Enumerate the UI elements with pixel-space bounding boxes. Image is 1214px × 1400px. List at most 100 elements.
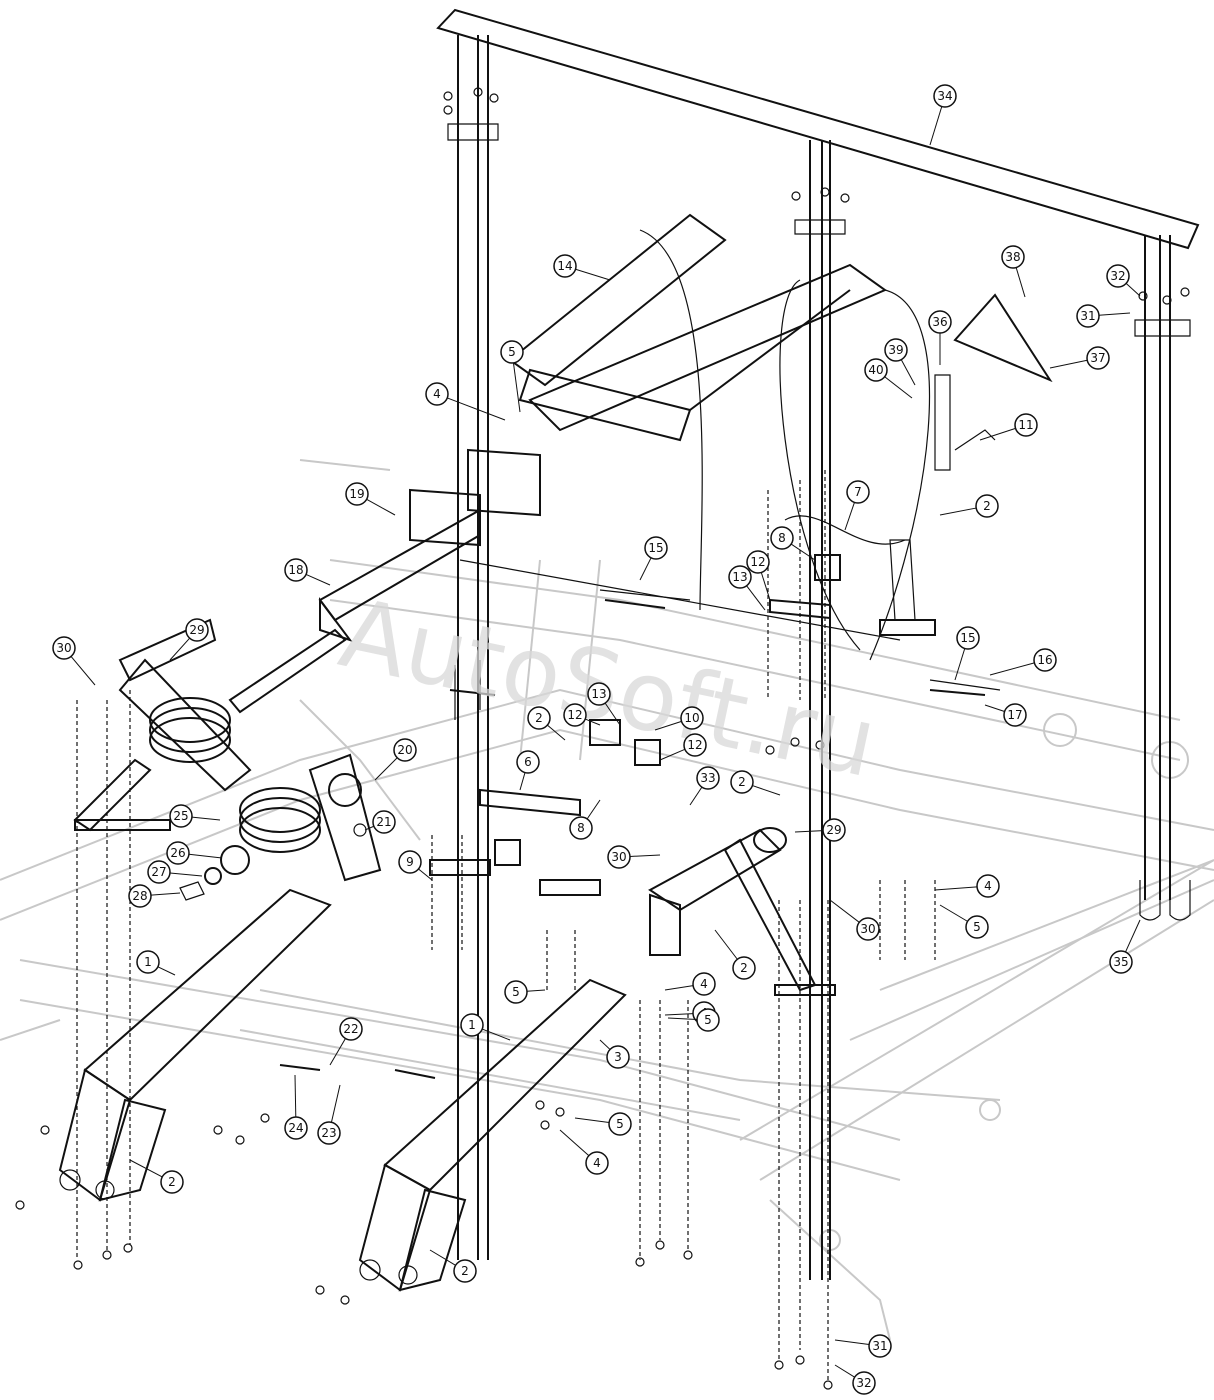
callout-balloon [852, 1371, 876, 1395]
callout-number: 4 [593, 1156, 601, 1170]
callout-balloon [770, 526, 794, 550]
callout-balloon [569, 816, 593, 840]
callout-number: 25 [173, 809, 188, 823]
bolt-centerlines [76, 470, 936, 1380]
callout-30: 30 [52, 636, 96, 686]
callout-4: 4 [425, 382, 506, 421]
callout-leader [519, 772, 526, 791]
callout-balloon [696, 1008, 720, 1032]
callout-leader [150, 892, 181, 896]
callout-balloon [460, 1013, 484, 1037]
callout-leader [129, 1159, 163, 1178]
callout-balloon [425, 382, 449, 406]
callout-28: 28 [128, 884, 181, 908]
callout-balloon [1076, 304, 1100, 328]
callout-35: 35 [1109, 919, 1141, 974]
callout-leader [934, 886, 978, 891]
callout-number: 26 [170, 846, 185, 860]
callout-number: 32 [1110, 269, 1125, 283]
callout-32: 32 [1106, 264, 1141, 297]
callout-2: 2 [939, 494, 999, 518]
callout-balloon [398, 850, 422, 874]
callout-number: 18 [288, 563, 303, 577]
callout-15: 15 [954, 626, 980, 681]
callout-leader [604, 702, 621, 726]
callout-balloon [527, 706, 551, 730]
mounting-plates [429, 515, 936, 896]
callout-number: 31 [872, 1339, 887, 1353]
callout-leader [364, 825, 375, 831]
callout-number: 11 [1018, 418, 1033, 432]
callout-leader [639, 557, 652, 581]
callout-number: 12 [687, 738, 702, 752]
callout-11: 11 [979, 413, 1038, 441]
callout-leader [654, 720, 682, 731]
callout-leader [157, 966, 176, 976]
callout-balloon [730, 770, 754, 794]
callout-number: 30 [611, 850, 626, 864]
callout-balloon [928, 310, 952, 334]
callout-balloon [608, 1112, 632, 1136]
callout-leader [366, 498, 396, 516]
callout-number: 4 [984, 879, 992, 893]
callout-balloon [965, 915, 989, 939]
callout-6: 6 [516, 750, 540, 791]
callout-number: 23 [321, 1126, 336, 1140]
callout-leader [169, 637, 191, 661]
callout-balloon [1014, 413, 1038, 437]
callout-leader [954, 648, 966, 681]
right-tow-arm [358, 978, 627, 1292]
callout-number: 40 [868, 363, 883, 377]
callout-number: 13 [732, 570, 747, 584]
callout-36: 36 [928, 310, 952, 365]
callout-number: 15 [960, 631, 975, 645]
callout-12: 12 [659, 733, 707, 761]
callout-balloon [185, 618, 209, 642]
callout-balloon [956, 626, 980, 650]
callout-number: 38 [1005, 250, 1020, 264]
callout-39: 39 [884, 338, 916, 386]
callout-number: 2 [535, 711, 543, 725]
callout-number: 4 [700, 977, 708, 991]
callout-balloon [52, 636, 76, 660]
callout-leader [760, 572, 771, 601]
callout-5: 5 [500, 340, 524, 413]
callout-17: 17 [984, 703, 1027, 727]
callout-leader [586, 799, 601, 820]
callout-leader [1049, 359, 1088, 369]
callout-leader [547, 724, 566, 741]
callout-number: 5 [616, 1117, 624, 1131]
center-beam [228, 508, 481, 714]
callout-balloon [284, 1116, 308, 1140]
callout-leader [374, 757, 398, 781]
callout-31: 31 [834, 1334, 892, 1358]
callout-balloon [169, 804, 193, 828]
callout-40: 40 [864, 358, 913, 399]
callout-number: 35 [1113, 955, 1128, 969]
callout-leader [1098, 312, 1131, 316]
callout-number: 5 [973, 920, 981, 934]
callout-14: 14 [553, 254, 611, 281]
callout-number: 32 [856, 1376, 871, 1390]
callout-number: 12 [567, 708, 582, 722]
callout-number: 10 [684, 711, 699, 725]
callout-balloon [1109, 950, 1133, 974]
callout-leader [844, 502, 855, 531]
callout-balloon [822, 818, 846, 842]
callout-number: 27 [151, 865, 166, 879]
callout-leader [526, 989, 546, 992]
callout-leader [629, 854, 661, 857]
callout-number: 5 [704, 1013, 712, 1027]
callout-balloon [644, 536, 668, 560]
callout-balloon [607, 845, 631, 869]
callout-number: 19 [349, 487, 364, 501]
left-tow-arm [58, 888, 332, 1202]
callout-balloon [284, 558, 308, 582]
callout-leader [188, 853, 223, 859]
callout-13: 13 [587, 682, 621, 726]
callout-number: 9 [406, 855, 414, 869]
callout-balloon [317, 1121, 341, 1145]
callout-number: 2 [168, 1175, 176, 1189]
callout-number: 37 [1090, 351, 1105, 365]
